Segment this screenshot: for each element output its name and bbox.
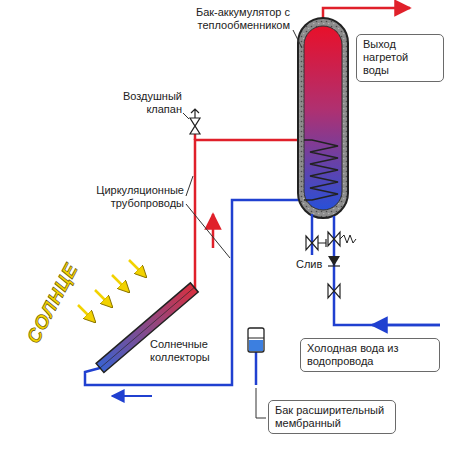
hot-outlet-pipe bbox=[323, 8, 410, 20]
shutoff-valve bbox=[328, 284, 340, 298]
cold-return-pipe bbox=[85, 200, 312, 385]
part-label: Воздушный клапан bbox=[90, 90, 182, 116]
callout-text: Выход нагретой воды bbox=[363, 38, 437, 78]
callout-box: Холодная вода из водопровода bbox=[300, 338, 440, 372]
flow-arrow bbox=[372, 324, 440, 327]
leader-line bbox=[256, 388, 266, 418]
part-label: Бак-аккумулятор с теплообменником bbox=[170, 6, 290, 32]
heat-exchanger-coil bbox=[304, 140, 338, 200]
callout-box: Выход нагретой воды bbox=[356, 34, 444, 82]
expansion-tank bbox=[248, 328, 264, 385]
drain-valve bbox=[306, 214, 326, 255]
tank-water bbox=[304, 26, 342, 210]
cold-inlet-pipe bbox=[334, 216, 440, 325]
callout-text: Холодная вода из водопровода bbox=[307, 342, 433, 368]
air-valve-symbol bbox=[190, 109, 200, 134]
check-valve bbox=[328, 256, 340, 266]
sun-rays bbox=[78, 260, 146, 322]
callout-box: Бак расширительный мембранный bbox=[268, 400, 396, 434]
callout-text: Бак расширительный мембранный bbox=[275, 404, 389, 430]
part-label: Циркуляционные трубопроводы bbox=[84, 184, 184, 210]
hot-circulation-pipe bbox=[195, 140, 312, 290]
sun-label: СОЛНЦЕ bbox=[22, 258, 84, 348]
storage-tank bbox=[298, 18, 348, 218]
flow-arrow bbox=[212, 214, 215, 248]
safety-valve bbox=[328, 232, 356, 246]
part-label: Солнечные коллекторы bbox=[150, 338, 228, 364]
flow-arrow bbox=[112, 395, 152, 397]
leader-line bbox=[183, 30, 302, 258]
part-label: Слив bbox=[296, 258, 336, 271]
